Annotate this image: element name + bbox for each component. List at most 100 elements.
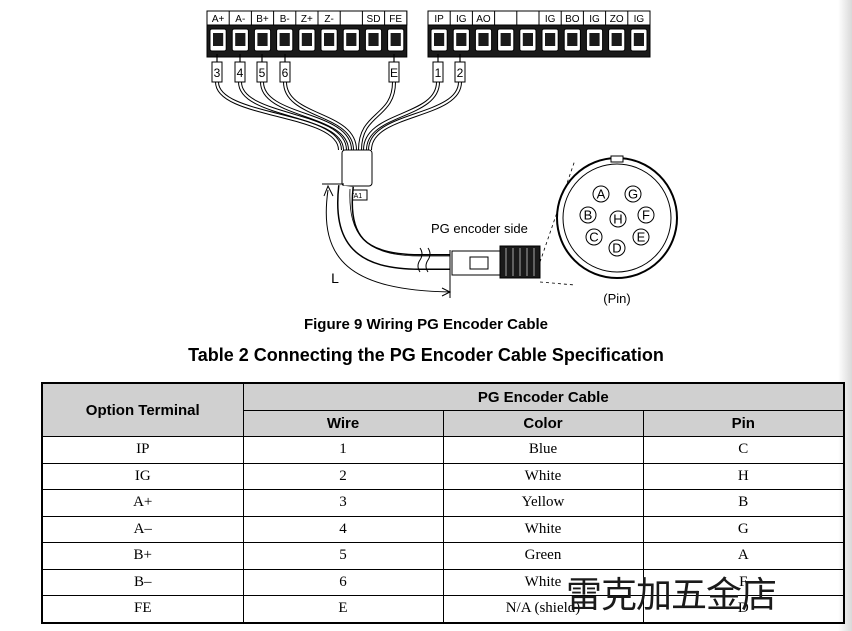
wire-tag	[432, 61, 444, 83]
table-row: IG 2 White H	[41, 462, 845, 490]
right-screw-icon	[434, 33, 445, 46]
cell-wire: 1	[242, 436, 444, 464]
right-terminal-label: IG	[634, 14, 645, 25]
connector-pin-label: A	[597, 187, 606, 202]
cell-pin: A	[642, 542, 845, 570]
connector-pin-label: H	[613, 212, 622, 227]
wire-tag-label: 1	[435, 66, 442, 80]
table-row: B+ 5 Green A	[41, 542, 845, 570]
cell-terminal: B–	[41, 568, 244, 596]
length-label: L	[331, 270, 339, 286]
connector-pin	[637, 206, 655, 224]
pin-caption: (Pin)	[603, 291, 630, 306]
cell-terminal: A+	[41, 489, 244, 517]
left-screw-icon	[368, 33, 379, 46]
cell-pin: F	[642, 568, 845, 596]
cell-terminal: IG	[41, 462, 244, 490]
cable-stripe	[349, 188, 450, 257]
wire-bundle	[215, 81, 462, 151]
connector-pin	[592, 185, 610, 203]
cell-wire: 2	[242, 462, 444, 490]
right-terminal-label: IP	[434, 14, 444, 25]
figure-caption: Figure 9 Wiring PG Encoder Cable	[303, 316, 549, 333]
connector-window	[469, 256, 489, 270]
wire-core	[261, 81, 351, 151]
right-terminal-label: IG	[589, 14, 600, 25]
cell-color: White	[442, 568, 644, 596]
right-terminal-label: IG	[545, 14, 556, 25]
cell-pin: D	[642, 595, 845, 623]
cell-color: N/A (shield)	[442, 595, 644, 623]
wire-tag	[454, 61, 466, 83]
cell-pin: C	[642, 436, 845, 464]
left-screw-icon	[235, 33, 246, 46]
right-screw-icon	[545, 33, 556, 46]
wire-core	[359, 81, 395, 151]
wire-tag-label: 4	[237, 66, 244, 80]
dimension-arc	[325, 189, 451, 293]
left-screw-icon	[346, 33, 357, 46]
wire-tag	[211, 61, 223, 83]
left-terminal-label: B+	[256, 14, 269, 25]
right-screw-icon	[589, 33, 600, 46]
right-terminal-label: ZO	[610, 14, 624, 25]
right-screw-icon	[522, 33, 533, 46]
cell-terminal: FE	[41, 595, 244, 623]
left-terminal-label: Z+	[301, 14, 313, 25]
connector-pin	[608, 239, 626, 257]
left-screw-icon	[257, 33, 268, 46]
dimension-arrow	[323, 184, 334, 197]
header-option-terminal: Option Terminal	[41, 382, 244, 437]
left-screw-icon	[279, 33, 290, 46]
wire-core	[216, 81, 341, 151]
left-screw-icon	[301, 33, 312, 46]
cable-inner	[338, 185, 450, 269]
table-row: FE E N/A (shield) D	[41, 595, 845, 623]
cell-wire: E	[242, 595, 444, 623]
cell-color: White	[442, 462, 644, 490]
cell-wire: 3	[242, 489, 444, 517]
left-terminal-label: SD	[367, 14, 381, 25]
table-title: Table 2 Connecting the PG Encoder Cable …	[188, 345, 664, 365]
right-screw-icon	[567, 33, 578, 46]
cell-pin: B	[642, 489, 845, 517]
connector-pin-label: C	[589, 230, 598, 245]
connector-pin	[579, 206, 597, 224]
wire-tag	[279, 61, 291, 83]
wire-core	[239, 81, 346, 151]
header-pin: Pin	[642, 410, 845, 437]
connector-key	[610, 155, 624, 163]
cell-color: White	[442, 515, 644, 543]
cell-pin: H	[642, 462, 845, 490]
wire-tag-label: 2	[457, 66, 464, 80]
right-screw-icon	[500, 33, 511, 46]
connector-pin-label: B	[584, 208, 593, 223]
wire-core	[284, 81, 356, 151]
connector-pin	[609, 210, 627, 228]
right-terminal-label: BO	[565, 14, 580, 25]
connector-pin-label: G	[628, 187, 638, 202]
left-terminal-label: A-	[235, 14, 245, 25]
header-pg-encoder-cable: PG Encoder Cable	[242, 382, 845, 411]
right-screw-icon	[611, 33, 622, 46]
connector-pin-label: F	[642, 208, 650, 223]
connector-pin	[585, 228, 603, 246]
encoder-cable-table: Option Terminal PG Encoder Cable Wire Co…	[41, 382, 845, 624]
right-terminal-label: AO	[476, 14, 491, 25]
connector-pin-label: D	[612, 241, 621, 256]
cell-wire: 4	[242, 515, 444, 543]
table-row: A– 4 White G	[41, 515, 845, 543]
left-screw-icon	[390, 33, 401, 46]
leader-line	[539, 281, 576, 286]
left-screw-icon	[324, 33, 335, 46]
wire-core	[364, 81, 439, 151]
connector-pin	[624, 185, 642, 203]
connector-pin	[632, 228, 650, 246]
cell-terminal: IP	[41, 436, 244, 464]
wire-tag	[234, 61, 246, 83]
